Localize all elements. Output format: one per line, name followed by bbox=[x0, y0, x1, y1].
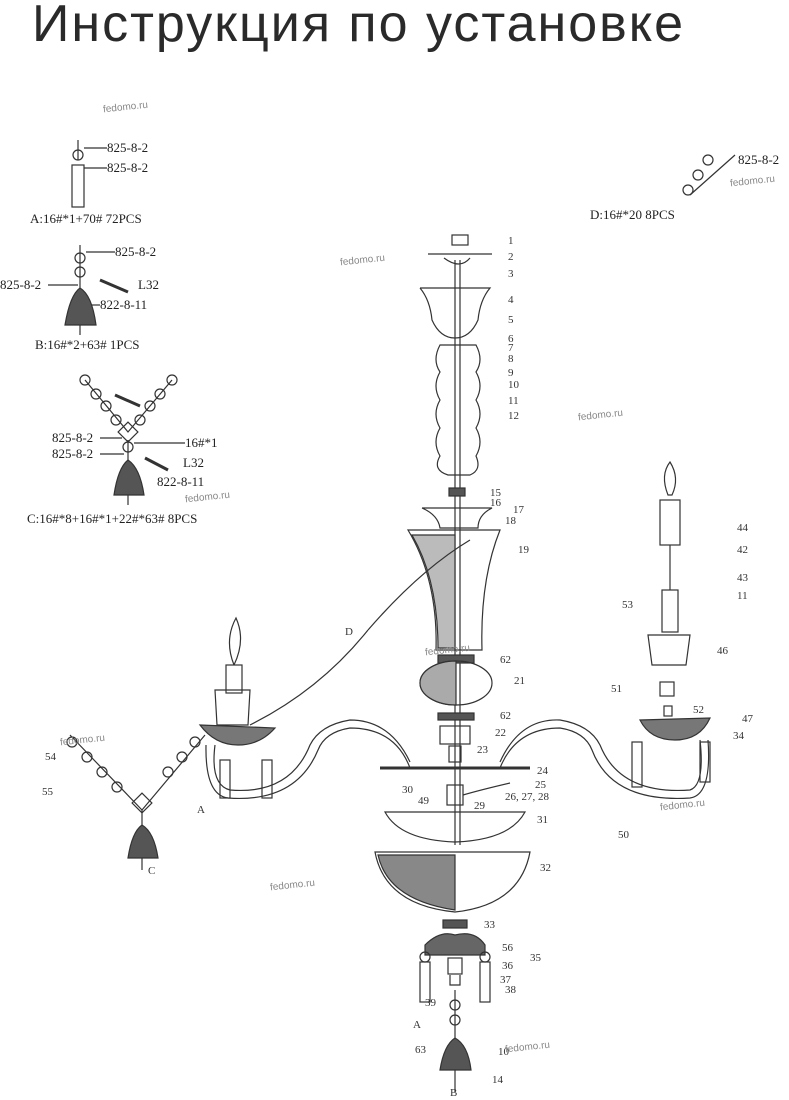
part-label: 4 bbox=[508, 294, 514, 306]
part-label: 10 bbox=[508, 379, 519, 391]
part-label: 16 bbox=[490, 497, 501, 509]
part-label: 25 bbox=[535, 779, 546, 791]
part-label: 31 bbox=[537, 814, 548, 826]
part-label: 15 bbox=[490, 487, 501, 499]
part-label: 55 bbox=[42, 786, 53, 798]
kit-c-label-2: 16#*1 bbox=[185, 435, 218, 450]
kit-a-label-1: 825-8-2 bbox=[107, 140, 149, 155]
kit-c-label-3: 825-8-2 bbox=[52, 446, 94, 461]
part-label: 62 bbox=[500, 710, 511, 722]
page-title: Инструкция по установке bbox=[32, 0, 686, 53]
part-label: 23 bbox=[477, 744, 488, 756]
kit-b-label-4: 822-8-11 bbox=[100, 297, 148, 312]
arms bbox=[66, 539, 711, 870]
part-label: 12 bbox=[508, 410, 519, 422]
central-stem bbox=[374, 234, 531, 1092]
part-label: A bbox=[197, 804, 205, 816]
part-label: 37 bbox=[500, 974, 511, 986]
part-label: 47 bbox=[742, 713, 753, 725]
part-label: 21 bbox=[514, 675, 525, 687]
kit-b-label-2: 825-8-2 bbox=[0, 277, 42, 292]
kit-c-drawing bbox=[79, 374, 185, 505]
part-label: 52 bbox=[693, 704, 704, 716]
part-label: 9 bbox=[508, 367, 514, 379]
part-label: 30 bbox=[402, 784, 413, 796]
part-label: 14 bbox=[492, 1074, 503, 1086]
kit-c-caption: C:16#*8+16#*1+22#*63# 8PCS bbox=[27, 511, 198, 526]
part-label: D bbox=[345, 626, 353, 638]
kit-a-drawing bbox=[71, 140, 107, 208]
part-label: 39 bbox=[425, 997, 436, 1009]
part-label: 22 bbox=[495, 727, 506, 739]
kit-b-label-3: L32 bbox=[138, 277, 159, 292]
part-label: 17 bbox=[513, 504, 524, 516]
part-label: 46 bbox=[717, 645, 728, 657]
kit-c-label-5: 822-8-11 bbox=[157, 474, 205, 489]
part-label: 19 bbox=[518, 544, 529, 556]
part-label: 63 bbox=[415, 1044, 426, 1056]
kit-a-caption: A:16#*1+70# 72PCS bbox=[30, 211, 142, 226]
kit-b-drawing bbox=[48, 245, 129, 335]
kit-d-drawing bbox=[682, 154, 736, 196]
part-label: 2 bbox=[508, 251, 514, 263]
part-label: A bbox=[413, 1019, 421, 1031]
part-label: 53 bbox=[622, 599, 633, 611]
part-label: 18 bbox=[505, 515, 516, 527]
part-label: 51 bbox=[611, 683, 622, 695]
part-label: 26, 27, 28 bbox=[505, 791, 549, 803]
part-label: 50 bbox=[618, 829, 629, 841]
part-label: 49 bbox=[418, 795, 429, 807]
part-label: 8 bbox=[508, 353, 514, 365]
part-label: 32 bbox=[540, 862, 551, 874]
part-label: 35 bbox=[530, 952, 541, 964]
part-label: 10 bbox=[498, 1046, 509, 1058]
part-label: 62 bbox=[500, 654, 511, 666]
kit-d-caption: D:16#*20 8PCS bbox=[590, 207, 675, 222]
kit-c-label-1: 825-8-2 bbox=[52, 430, 94, 445]
part-label: 11 bbox=[508, 395, 519, 407]
kit-a-label-2: 825-8-2 bbox=[107, 160, 149, 175]
part-label: 33 bbox=[484, 919, 495, 931]
kit-d-label-1: 825-8-2 bbox=[738, 152, 780, 167]
part-label: 44 bbox=[737, 522, 748, 534]
part-label: 54 bbox=[45, 751, 56, 763]
part-label: 42 bbox=[737, 544, 748, 556]
part-label: 6 bbox=[508, 333, 514, 345]
part-label: 43 bbox=[737, 572, 748, 584]
part-label: 3 bbox=[508, 268, 514, 280]
part-label: 7 bbox=[508, 342, 514, 354]
part-label: B bbox=[450, 1087, 458, 1099]
part-label: 34 bbox=[733, 730, 744, 742]
part-label: 11 bbox=[737, 590, 748, 602]
part-label: 36 bbox=[502, 960, 513, 972]
part-label: 38 bbox=[505, 984, 516, 996]
part-label: 5 bbox=[508, 314, 514, 326]
kit-b-label-1: 825-8-2 bbox=[115, 244, 157, 259]
part-label: 56 bbox=[502, 942, 513, 954]
candle-detail bbox=[647, 460, 691, 717]
part-label: 1 bbox=[508, 235, 514, 247]
kit-c-label-4: L32 bbox=[183, 455, 204, 470]
part-label: 29 bbox=[474, 800, 485, 812]
part-label: C bbox=[148, 865, 156, 877]
kit-b-caption: B:16#*2+63# 1PCS bbox=[35, 337, 140, 352]
part-label: 24 bbox=[537, 765, 548, 777]
